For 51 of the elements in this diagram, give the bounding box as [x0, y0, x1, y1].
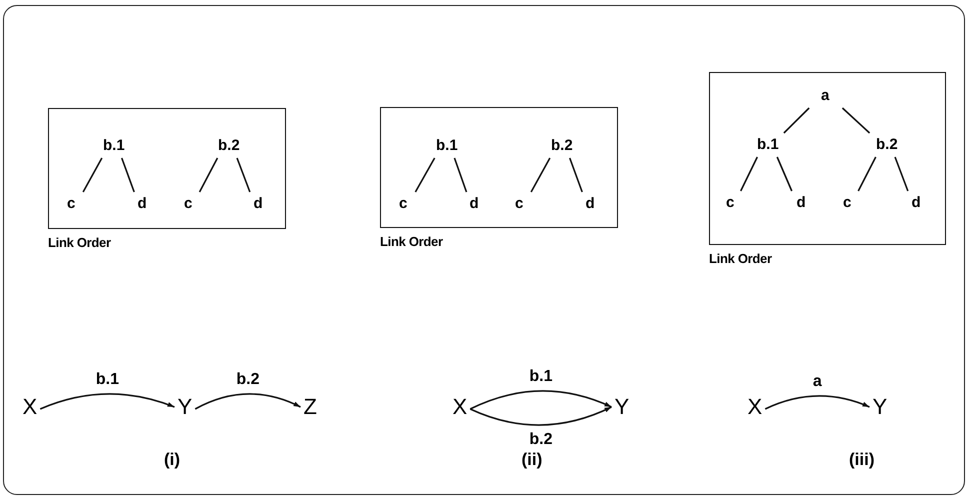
tree-link: [530, 158, 551, 192]
tree-link: [776, 156, 793, 192]
tree-node-label: c: [184, 196, 192, 212]
tree-node-label: d: [470, 196, 479, 212]
box-heading: Link Order: [380, 234, 443, 249]
panel-label: (i): [164, 450, 180, 470]
curved-arrow: [194, 393, 301, 410]
tree-node-label: c: [515, 196, 524, 212]
tree-link: [569, 158, 583, 192]
tree-link: [783, 107, 810, 134]
curved-arrow: [470, 406, 612, 426]
tree-node-label: b.2: [876, 137, 898, 153]
tree-node-label: b.1: [103, 138, 125, 154]
tree-link: [454, 158, 468, 192]
tree-node-label: d: [796, 195, 806, 211]
tree-link: [858, 156, 876, 192]
tree-node-label: c: [67, 196, 76, 212]
curved-arrow: [470, 390, 612, 410]
tree-node-label: c: [726, 195, 734, 211]
tree-node-label: c: [399, 196, 408, 212]
tree-link: [121, 158, 135, 192]
variable-label: X: [748, 396, 762, 418]
tree-node-label: c: [843, 195, 852, 211]
tree-node-label: b.2: [218, 138, 240, 154]
variable-label: Z: [304, 396, 317, 418]
tree-link: [414, 158, 436, 192]
tree-node-label: d: [912, 195, 921, 211]
variable-label: X: [22, 396, 38, 418]
box-heading: Link Order: [709, 251, 772, 266]
tree-link: [842, 107, 870, 134]
variable-label: Y: [614, 396, 630, 418]
tree-node-label: b.1: [757, 137, 779, 153]
curved-arrow: [764, 395, 870, 410]
panel-label: (ii): [522, 450, 542, 470]
tree-node-label: b.2: [551, 138, 573, 154]
tree-link: [198, 158, 218, 192]
tree-link: [236, 158, 251, 192]
tree-node-label: b.1: [436, 138, 458, 154]
panel-label: (iii): [849, 450, 874, 470]
curved-arrow: [40, 393, 175, 410]
tree-node-label: d: [254, 196, 263, 212]
variable-label: Y: [872, 396, 888, 418]
variable-label: X: [452, 396, 468, 418]
tree-node-label: d: [138, 196, 147, 212]
tree-link: [82, 158, 103, 192]
box-heading: Link Order: [48, 235, 111, 250]
tree-link: [740, 156, 758, 192]
variable-label: Y: [178, 396, 192, 418]
tree-link: [894, 156, 909, 192]
tree-node-label: a: [821, 88, 830, 104]
tree-node-label: d: [586, 196, 595, 212]
